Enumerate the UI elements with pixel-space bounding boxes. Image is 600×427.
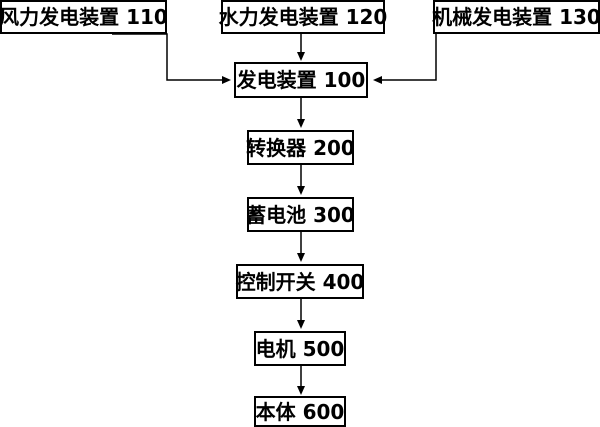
mechanical-generator-box: 机械发电装置 130 <box>432 0 600 34</box>
battery-box: 蓄电池 300 <box>246 197 355 232</box>
wind-generator-box: 风力发电装置 110 <box>0 0 168 34</box>
converter-box: 转换器 200 <box>246 130 355 165</box>
motor-box: 电机 500 <box>254 331 346 366</box>
generator-box: 发电装置 100 <box>234 62 368 98</box>
arrowhead-hydro-to-generator <box>297 52 305 61</box>
arrowhead-converter-to-battery <box>297 186 305 195</box>
hydro-generator-box: 水力发电装置 120 <box>219 0 387 34</box>
body-box: 本体 600 <box>254 396 346 427</box>
arrowhead-motor-to-body <box>297 386 305 395</box>
arrowhead-generator-to-converter <box>297 119 305 128</box>
arrowhead-battery-to-switch <box>297 253 305 262</box>
arrow-wind-to-generator <box>112 33 222 81</box>
arrow-mechanical-to-generator <box>382 34 437 81</box>
arrowhead-wind-to-generator <box>222 76 231 84</box>
arrowhead-mechanical-to-generator <box>373 76 382 84</box>
arrowhead-switch-to-motor <box>297 320 305 329</box>
control-switch-box: 控制开关 400 <box>236 264 364 299</box>
